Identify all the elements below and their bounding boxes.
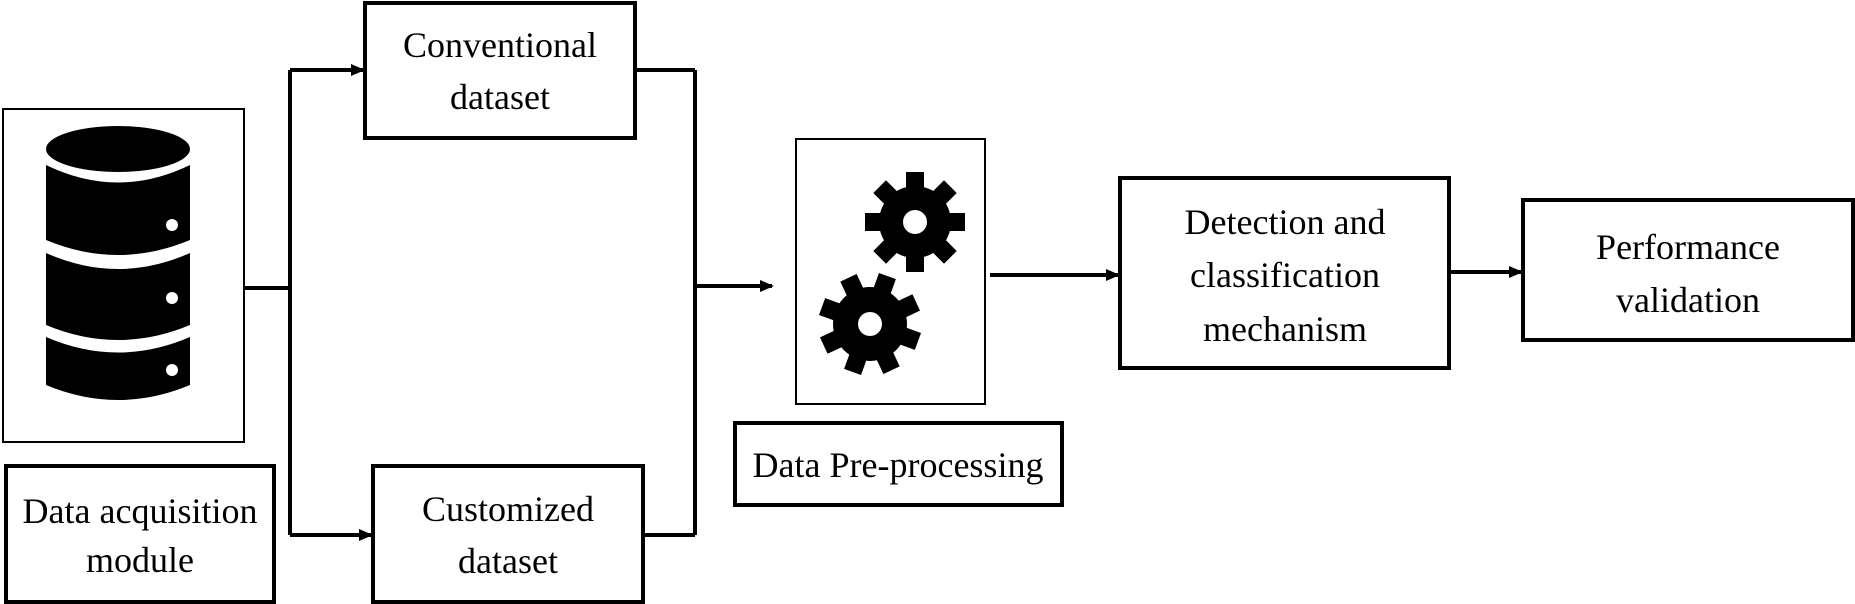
database-icon-box xyxy=(2,108,245,443)
customized-dataset-label-line2: dataset xyxy=(458,541,558,581)
connectors xyxy=(244,64,1523,541)
data-acquisition-box: Data acquisition module xyxy=(4,464,276,604)
data-preprocessing-box: Data Pre-processing xyxy=(733,421,1064,507)
data-acquisition-label-line1: Data acquisition xyxy=(23,491,258,531)
detection-label-line1: Detection and xyxy=(1185,202,1386,242)
performance-validation-box: Performance validation xyxy=(1521,198,1855,342)
conventional-dataset-box: Conventional dataset xyxy=(363,1,637,140)
conventional-dataset-label-line2: dataset xyxy=(450,77,550,117)
database-icon xyxy=(46,126,190,400)
data-preprocessing-label: Data Pre-processing xyxy=(753,445,1044,485)
performance-label-line2: validation xyxy=(1616,280,1760,320)
conventional-dataset-label-line1: Conventional xyxy=(403,25,597,65)
performance-label-line1: Performance xyxy=(1596,227,1780,267)
gears-icon-box xyxy=(795,138,986,405)
customized-dataset-label-line1: Customized xyxy=(422,489,594,529)
customized-dataset-box: Customized dataset xyxy=(371,464,645,604)
detection-label-line3: mechanism xyxy=(1203,309,1367,349)
detection-label-line2: classification xyxy=(1190,255,1380,295)
data-acquisition-label-line2: module xyxy=(86,540,194,580)
detection-classification-box: Detection and classification mechanism xyxy=(1118,176,1451,370)
